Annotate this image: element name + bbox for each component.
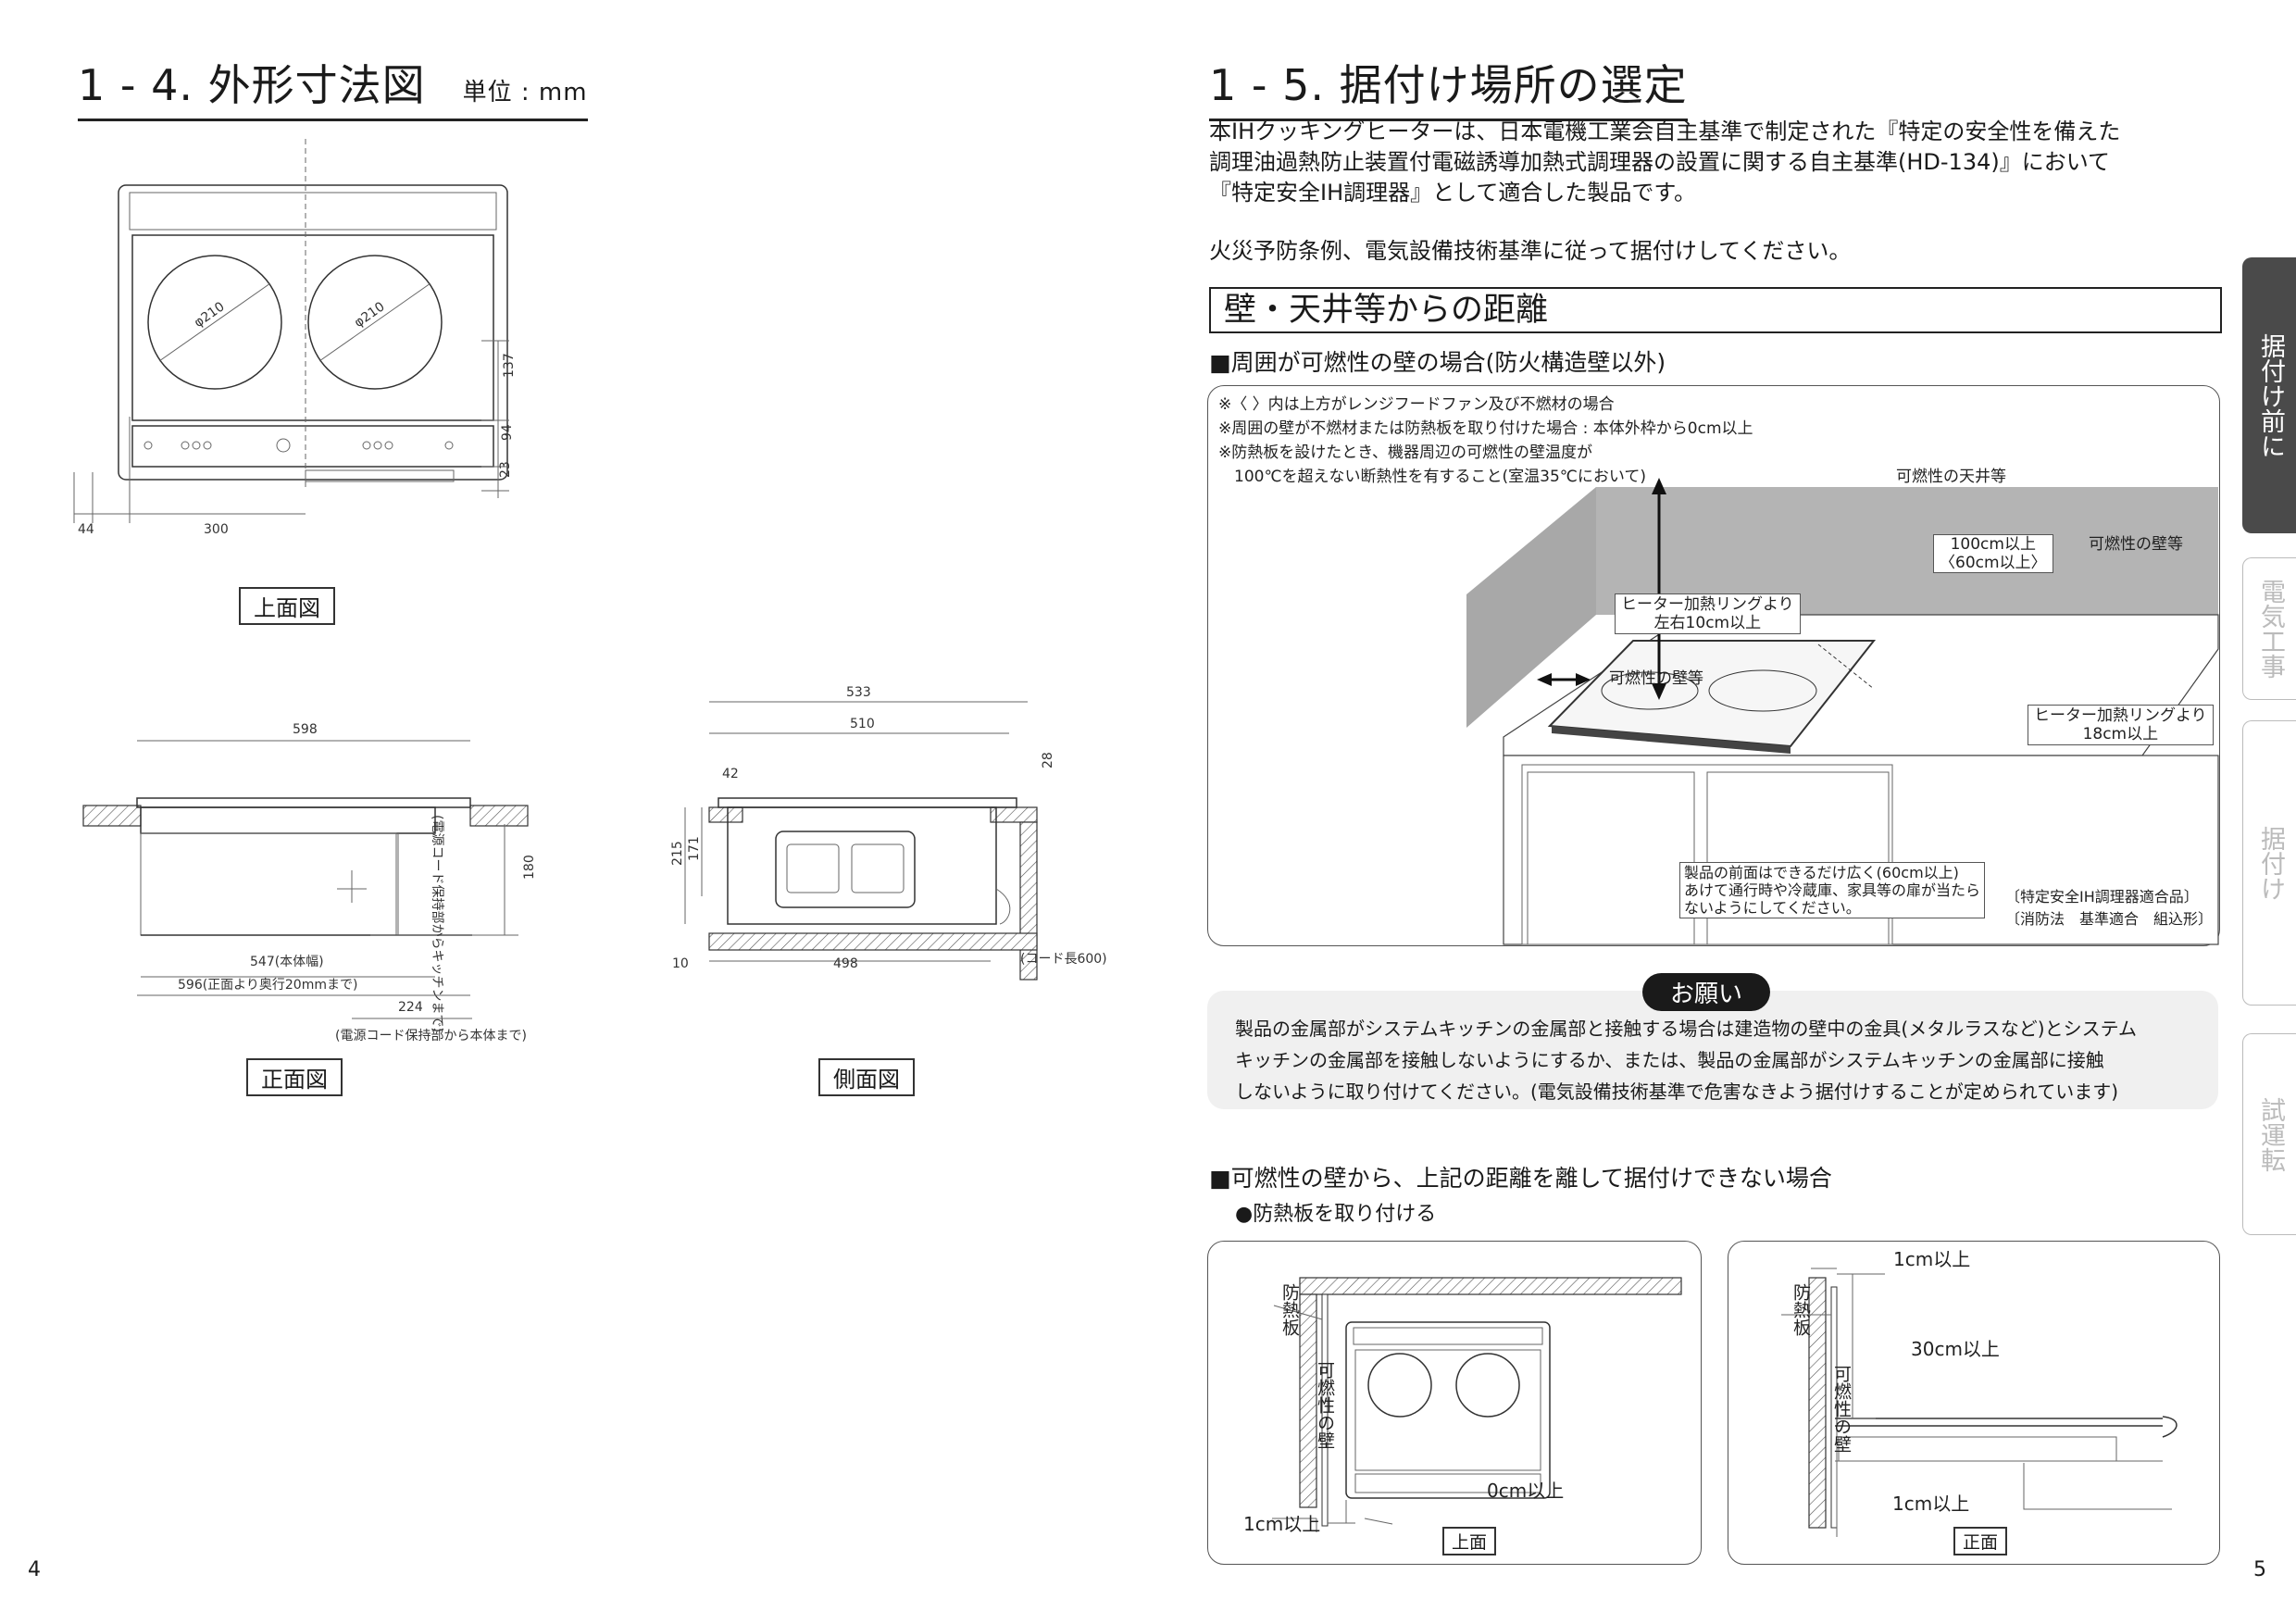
notice-line-3: しないように取り付けてください。(電気設備技術基準で危害なきよう据付けすることが… <box>1235 1081 2119 1103</box>
dim-533: 533 <box>846 685 871 700</box>
dim-44: 44 <box>78 522 94 537</box>
section-heading-2: ■可燃性の壁から、上記の距離を離して据付けできない場合 <box>1209 1165 1832 1192</box>
page-title-right: 1 - 5. 据付け場所の選定 <box>1209 52 1688 121</box>
tab-test-run[interactable]: 試運転 <box>2242 1033 2296 1235</box>
label-cert-b: 〔消防法 基準適合 組込形〕 <box>2005 910 2214 928</box>
label-back-clearance: ヒーター加熱リングより 18cm以上 <box>2028 705 2214 745</box>
label-wall-front: 可燃性の壁 <box>1831 1365 1852 1453</box>
dim-300: 300 <box>204 522 229 537</box>
label-front-c: ないようにしてください。 <box>1684 899 1861 917</box>
dim-137: 137 <box>502 353 517 378</box>
label-board-top: 防熱板 <box>1279 1283 1300 1336</box>
front-view-caption: 正面図 <box>246 1058 343 1096</box>
notice-line-1: 製品の金属部がシステムキッチンの金属部と接触する場合は建造物の壁中の金具(メタル… <box>1235 1018 2138 1040</box>
unit-label: 単位 : mm <box>462 79 588 106</box>
label-zero-cm: 0cm以上 <box>1487 1480 1565 1502</box>
top-view-caption: 上面図 <box>239 587 335 625</box>
note-1: ※〈 〉内は上方がレンジフードファン及び不燃材の場合 <box>1218 395 1615 414</box>
intro-line-2: 調理油過熱防止装置付電磁誘導加熱式調理器の設置に関する自主基準(HD-134)』… <box>1209 149 2110 175</box>
label-front-a: 製品の前面はできるだけ広く(60cm以上) <box>1684 864 1959 881</box>
label-back-b: 18cm以上 <box>2082 725 2159 743</box>
label-side-a: ヒーター加熱リングより <box>1621 595 1794 614</box>
note-2: ※周囲の壁が不燃材または防熱板を取り付けた場合 : 本体外枠から0cm以上 <box>1218 419 1753 438</box>
tab-before-install[interactable]: 据付け前に <box>2242 257 2296 533</box>
note-kitchen: (電源コード保持部からキッチンまで) <box>430 815 444 1032</box>
label-one-cm-a: 1cm以上 <box>1893 1248 1971 1270</box>
page-number-left: 4 <box>28 1558 41 1581</box>
label-wall-top: 可燃性の壁 <box>1315 1361 1335 1449</box>
page-number-right: 5 <box>2253 1558 2266 1581</box>
tab-electrical-work[interactable]: 電気工事 <box>2242 557 2296 700</box>
dim-224: 224 <box>398 1000 423 1015</box>
front-view-drawing: 598 180 (電源コード保持部からキッチンまで) 547(本体幅) 596(… <box>82 722 537 1043</box>
panel-front-drawing <box>1781 1268 2177 1537</box>
sub-heading: 壁・天井等からの距離 <box>1209 287 2222 333</box>
label-front-note: 製品の前面はできるだけ広く(60cm以上) あけて通行時や冷蔵庫、家具等の扉が当… <box>1679 862 1986 918</box>
notice-heading: お願い <box>1642 973 1771 1011</box>
dim-cord: (コード長600) <box>1020 952 1107 967</box>
dim-598: 598 <box>293 722 318 737</box>
intro-text: 本IHクッキングヒーターは、日本電機工業会自主基準で制定された『特定の安全性を備… <box>1209 117 2227 267</box>
label-height-b: 〈60cm以上〉 <box>1940 554 2047 572</box>
title-text: 1 - 4. 外形寸法図 <box>78 60 426 110</box>
label-back-a: ヒーター加熱リングより <box>2034 706 2207 725</box>
note-cord: (電源コード保持部から本体まで) <box>335 1029 527 1043</box>
dim-180: 180 <box>522 855 537 880</box>
diagram-notes: ※〈 〉内は上方がレンジフードファン及び不燃材の場合 ※周囲の壁が不燃材または防… <box>1218 393 1753 489</box>
dim-10: 10 <box>672 956 689 971</box>
label-front-b: あけて通行時や冷蔵庫、家具等の扉が当たら <box>1684 881 1981 899</box>
label-board-front: 防熱板 <box>1791 1283 1811 1336</box>
label-side-b: 左右10cm以上 <box>1653 614 1762 632</box>
section-heading-1: ■周囲が可燃性の壁の場合(防火構造壁以外) <box>1209 349 1666 376</box>
label-wall-left: 可燃性の壁等 <box>1609 669 1703 688</box>
label-side-clearance: ヒーター加熱リングより 左右10cm以上 <box>1615 593 1801 634</box>
dim-94: 94 <box>500 424 515 441</box>
dim-596: 596(正面より奥行20mmまで) <box>178 977 357 993</box>
label-height-a: 100cm以上 <box>1950 535 2036 554</box>
label-ceiling: 可燃性の天井等 <box>1896 468 2006 486</box>
label-height: 100cm以上 〈60cm以上〉 <box>1933 534 2053 573</box>
note-3: ※防熱板を設けたとき、機器周辺の可燃性の壁温度が <box>1218 443 1593 462</box>
label-wall-right: 可燃性の壁等 <box>2089 535 2183 554</box>
dim-547: 547(本体幅) <box>250 955 324 969</box>
kitchen-clearance-drawing <box>1466 478 2219 945</box>
panel-front-caption: 正面 <box>1953 1527 2008 1555</box>
dim-215: 215 <box>670 841 685 866</box>
top-view-drawing: φ210 φ210 137 94 23 44 300 <box>73 139 517 537</box>
intro-line-1: 本IHクッキングヒーターは、日本電機工業会自主基準で制定された『特定の安全性を備… <box>1209 119 2121 144</box>
panel-top-drawing <box>1272 1277 1682 1532</box>
label-certification: 〔特定安全IH調理器適合品〕 〔消防法 基準適合 組込形〕 <box>2005 886 2213 931</box>
label-one-cm-b: 1cm以上 <box>1892 1493 1970 1515</box>
intro-line-4: 火災予防条例、電気設備技術基準に従って据付けしてください。 <box>1209 238 1852 264</box>
intro-line-3: 『特定安全IH調理器』として適合した製品です。 <box>1209 180 1697 206</box>
notice-line-2: キッチンの金属部を接触しないようにするか、または、製品の金属部がシステムキッチン… <box>1235 1049 2104 1071</box>
page-title-left: 1 - 4. 外形寸法図 単位 : mm <box>78 52 588 121</box>
dim-498: 498 <box>833 956 858 971</box>
side-view-caption: 側面図 <box>818 1058 915 1096</box>
label-one-cm-top: 1cm以上 <box>1243 1513 1321 1535</box>
tab-installation[interactable]: 据付け <box>2242 720 2296 1006</box>
dim-42: 42 <box>722 767 739 781</box>
dim-28: 28 <box>1041 752 1055 768</box>
note-4: 100℃を超えない断熱性を有すること(室温35℃において) <box>1218 468 1647 486</box>
dim-510: 510 <box>850 717 875 731</box>
panel-top-caption: 上面 <box>1442 1527 1497 1555</box>
label-thirty-cm: 30cm以上 <box>1911 1338 2000 1360</box>
label-cert-a: 〔特定安全IH調理器適合品〕 <box>2005 888 2199 906</box>
dim-23: 23 <box>498 461 513 478</box>
dim-171: 171 <box>687 836 702 861</box>
bullet-heat-shield: ●防熱板を取り付ける <box>1235 1203 1437 1226</box>
side-view-drawing: 533 510 42 28 215 171 10 498 (コード長600) <box>670 685 1107 981</box>
